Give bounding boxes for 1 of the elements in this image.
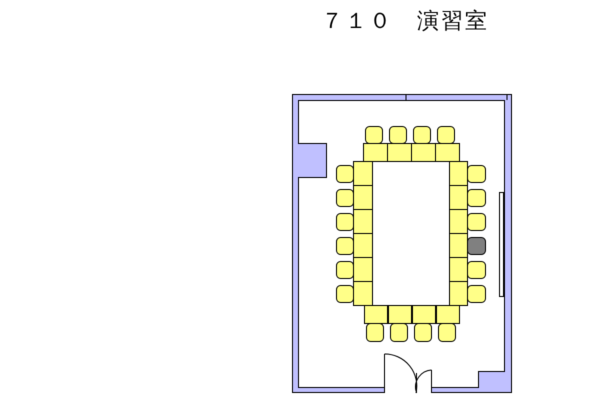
title: ７１０ 演習室 bbox=[320, 8, 490, 36]
